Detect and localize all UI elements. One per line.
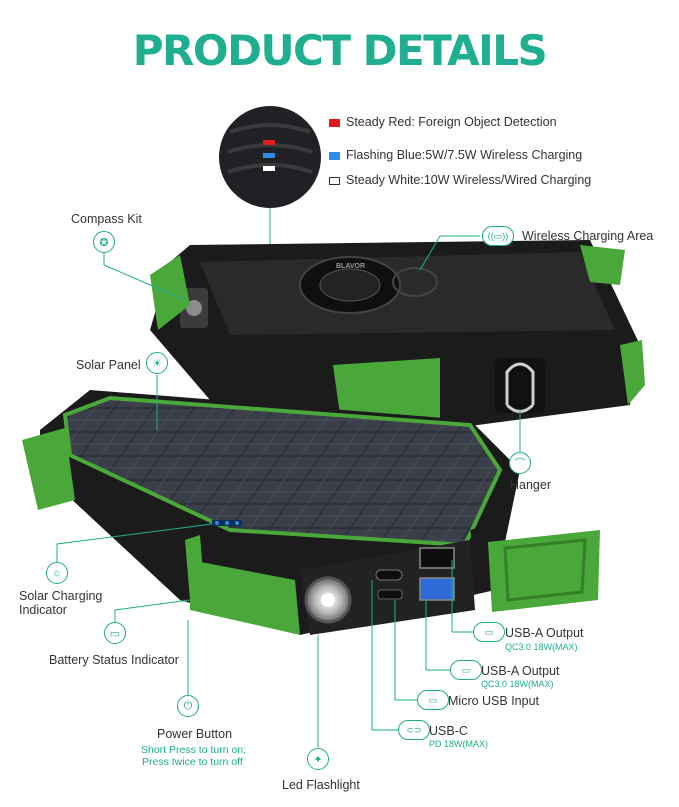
wireless-area-label: Wireless Charging Area xyxy=(522,229,654,243)
micro-usb-icon: ▭ xyxy=(417,690,449,710)
battery-icon: ▭ xyxy=(104,622,126,644)
led-blue xyxy=(263,153,275,158)
power-note-1: Short Press to turn on; xyxy=(141,744,247,756)
flashlight-icon: ✦ xyxy=(307,748,329,770)
usb-a-port-2 xyxy=(419,577,455,601)
hanger-label: Hanger xyxy=(510,478,551,492)
micro-usb-port xyxy=(377,589,403,600)
usb-a-icon-2: ▭ xyxy=(450,660,482,680)
led-red xyxy=(263,140,275,145)
usb-a-icon: ▭ xyxy=(473,622,505,642)
power-note-2: Press twice to turn off xyxy=(142,756,243,768)
hanger-icon: ⌒ xyxy=(509,452,531,474)
compass-label: Compass Kit xyxy=(71,212,142,226)
usb-c-icon: ⊂⊃ xyxy=(398,720,430,740)
hanger-loop xyxy=(505,362,535,405)
usba1-sub: QC3.0 18W(MAX) xyxy=(505,642,578,652)
wireless-charging-icon: ((▭)) xyxy=(482,226,514,246)
power-icon: ⏻ xyxy=(177,695,199,717)
usba2-label: USB-A Output xyxy=(481,664,560,678)
micro-usb-label: Micro USB Input xyxy=(448,694,540,708)
solar-panel-icon: ☀ xyxy=(146,352,168,374)
usba1-label: USB-A Output xyxy=(505,626,584,640)
solar-indicator-icon: ☼ xyxy=(46,562,68,584)
usb-c-sub: PD 18W(MAX) xyxy=(429,739,489,749)
power-button-label: Power Button xyxy=(157,727,233,741)
usb-a-port-1 xyxy=(419,547,455,569)
white-swatch xyxy=(329,177,340,185)
indicator-white-label: Steady White:10W Wireless/Wired Charging xyxy=(346,173,592,187)
flashlight-label: Led Flashlight xyxy=(282,778,360,792)
solar-panel-surface xyxy=(62,395,503,548)
solar-indicator-label: Solar Charging Indicator xyxy=(19,589,103,617)
battery-indicator-label: Battery Status Indicator xyxy=(49,653,179,667)
indicator-blue-label: Flashing Blue:5W/7.5W Wireless Charging xyxy=(346,148,583,162)
port-cover xyxy=(488,530,600,612)
indicator-red-label: Steady Red: Foreign Object Detection xyxy=(346,115,557,129)
led-white xyxy=(263,166,275,171)
compass-icon: ✪ xyxy=(93,231,115,253)
solar-panel-label: Solar Panel xyxy=(76,358,141,372)
red-swatch xyxy=(329,119,340,127)
usb-c-port xyxy=(375,569,403,581)
page-title: PRODUCT DETAILS xyxy=(132,26,548,75)
usb-c-label: USB-C xyxy=(429,724,468,738)
brand-logo-text: BLAVOR xyxy=(336,263,365,270)
usba2-sub: QC3.0 18W(MAX) xyxy=(481,679,554,689)
blue-swatch xyxy=(329,152,340,160)
